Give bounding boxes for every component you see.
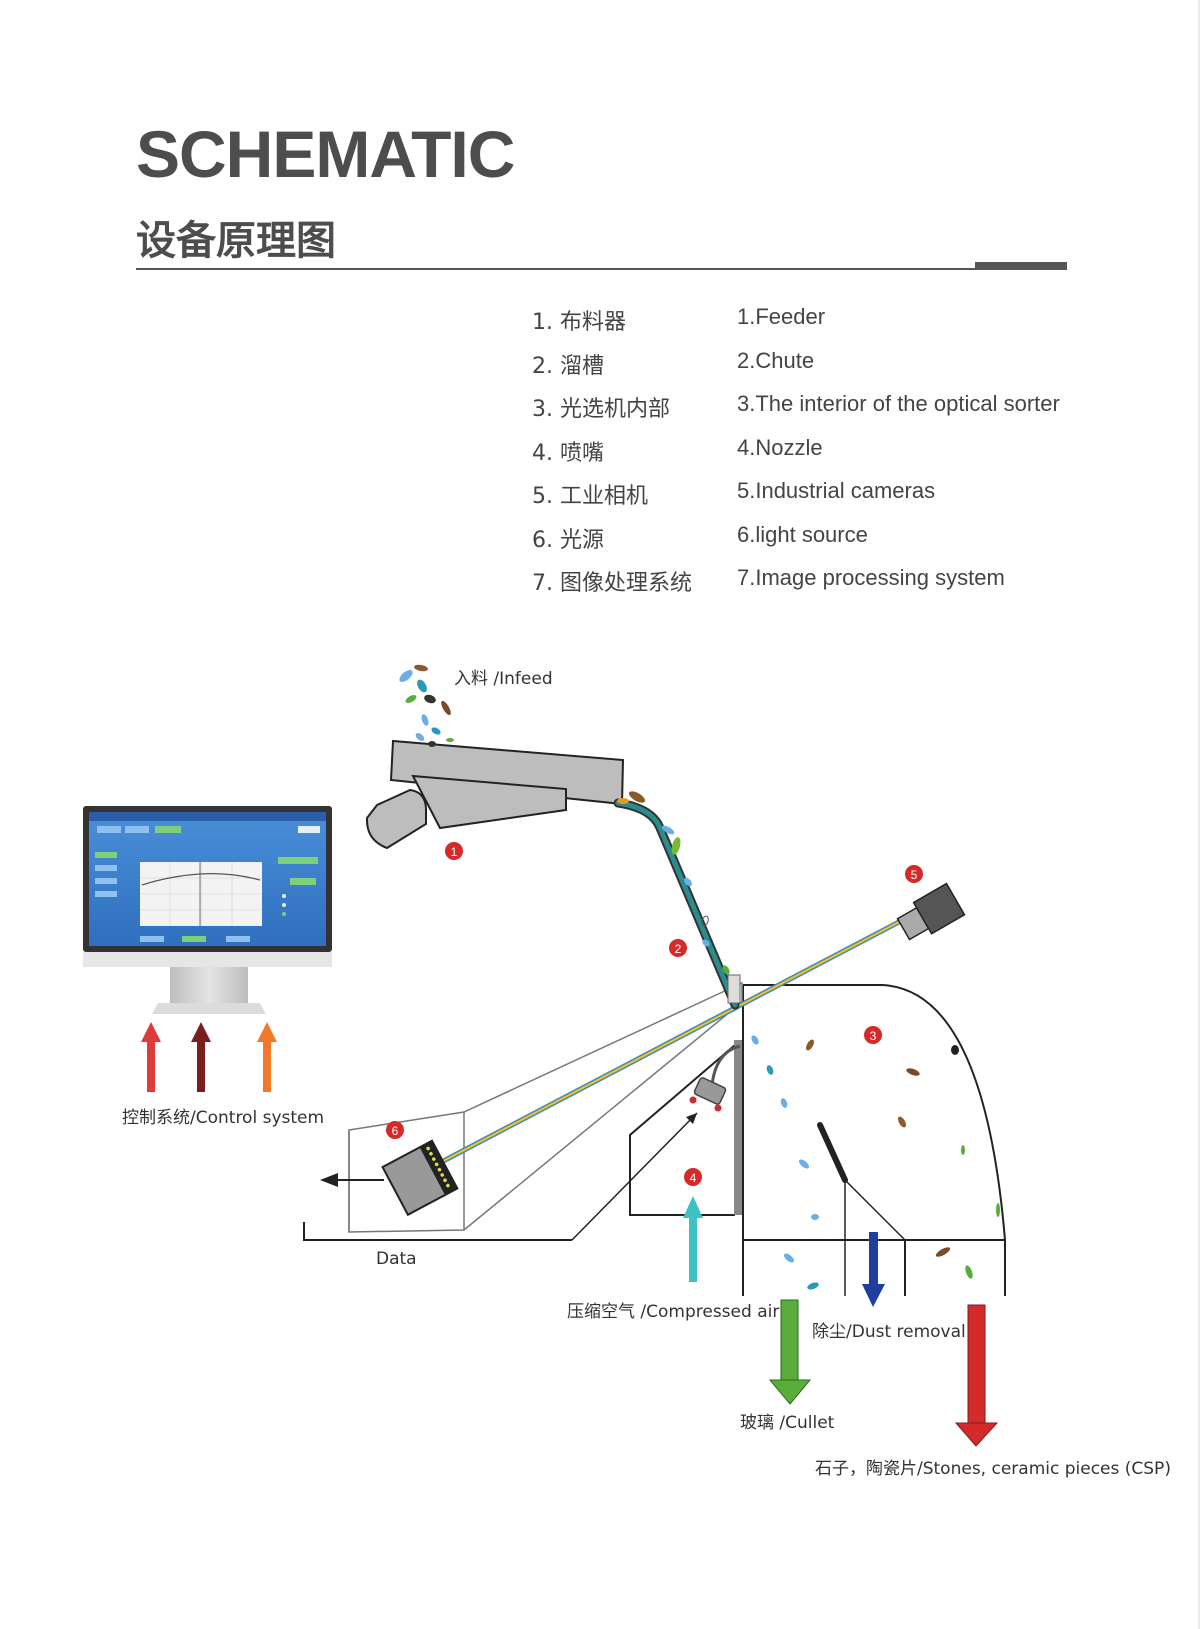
page-subtitle: 设备原理图 xyxy=(136,218,336,264)
control-signal-arrows xyxy=(141,1022,277,1092)
marker-1: 1 xyxy=(445,842,463,860)
marker-5: 5 xyxy=(905,865,923,883)
legend-item: 7. 图像处理系统 7.Image processing system xyxy=(532,565,1092,609)
screen-button xyxy=(95,891,117,897)
nozzle-manifold xyxy=(734,1040,742,1215)
legend-item: 6. 光源 6.light source xyxy=(532,522,1092,566)
data-bracket xyxy=(303,1222,572,1241)
material-particles xyxy=(399,664,1000,1290)
marker-4: 4 xyxy=(684,1168,702,1186)
screen-button xyxy=(140,936,164,942)
screen-button xyxy=(95,865,117,871)
legend-item-en: 7.Image processing system xyxy=(737,565,1005,590)
screen-radio xyxy=(282,894,286,898)
legend-item-en: 4.Nozzle xyxy=(737,434,823,460)
page-edge xyxy=(1198,0,1200,1629)
legend-item-en: 1.Feeder xyxy=(737,304,826,329)
dust-removal-arrow xyxy=(862,1232,885,1307)
legend-item: 5. 工业相机 5.Industrial cameras xyxy=(532,478,1092,522)
light-source xyxy=(381,1139,459,1217)
legend-item-zh: 6. 光源 xyxy=(532,527,604,553)
svg-text:6: 6 xyxy=(392,1124,399,1138)
monitor xyxy=(83,806,332,1014)
csp-label: 石子，陶瓷片/Stones, ceramic pieces (CSP) xyxy=(815,1459,1171,1479)
screen-button xyxy=(182,936,206,942)
legend-item-zh: 5. 工业相机 xyxy=(532,484,648,509)
screen-radio xyxy=(282,912,286,916)
splitter-flap xyxy=(817,1122,848,1183)
compressed-air-label: 压缩空气 /Compressed air xyxy=(567,1302,779,1322)
screen-button xyxy=(155,826,181,833)
data-out-arrowhead xyxy=(320,1173,338,1187)
monitor-chin xyxy=(83,952,332,967)
svg-text:4: 4 xyxy=(690,1171,697,1185)
up-arrow-maroon xyxy=(191,1022,211,1092)
legend-item: 4. 喷嘴 4.Nozzle xyxy=(532,435,1092,479)
legend-item-en: 6.light source xyxy=(737,521,868,547)
screen-radio xyxy=(282,903,286,907)
legend-item: 2. 溜槽 2.Chute xyxy=(532,348,1092,392)
up-arrow-red xyxy=(141,1022,161,1092)
svg-text:2: 2 xyxy=(675,942,682,956)
nozzle-compartment xyxy=(629,1044,736,1216)
legend-item-zh: 2. 溜槽 xyxy=(532,353,604,379)
page-title: SCHEMATIC xyxy=(136,117,515,191)
splitter-line xyxy=(844,1179,906,1241)
screen-button xyxy=(278,857,318,864)
legend-item-en: 5.Industrial cameras xyxy=(737,478,936,503)
legend-item-zh: 1. 布料器 xyxy=(532,310,626,335)
screen-button xyxy=(290,878,316,885)
up-arrow-orange xyxy=(257,1022,277,1092)
dust-removal-label: 除尘/Dust removal xyxy=(812,1322,966,1342)
screen-graph-grid xyxy=(140,862,262,926)
marker-6: 6 xyxy=(386,1121,404,1139)
component-legend: 1. 布料器 1.Feeder 2. 溜槽 2.Chute 3. 光选机内部 3… xyxy=(532,304,1092,609)
legend-item-en: 2.Chute xyxy=(737,347,815,373)
legend-item-zh: 4. 喷嘴 xyxy=(532,440,604,466)
feeder xyxy=(365,739,625,850)
cullet-output-arrow xyxy=(768,1299,812,1405)
infeed-label: 入料 /Infeed xyxy=(454,669,553,689)
screen-button xyxy=(95,878,117,884)
svg-text:5: 5 xyxy=(911,868,918,882)
data-label: Data xyxy=(376,1249,417,1269)
svg-text:1: 1 xyxy=(451,845,458,859)
nozzle xyxy=(689,1044,741,1112)
screen-button xyxy=(95,852,117,858)
title-rule-accent xyxy=(975,262,1067,270)
csp-output-arrow xyxy=(954,1304,999,1447)
screen-button xyxy=(226,936,250,942)
industrial-camera xyxy=(896,882,966,941)
legend-item: 1. 布料器 1.Feeder xyxy=(532,304,1092,348)
screen-field xyxy=(298,826,320,833)
compressed-air-arrow xyxy=(683,1196,703,1282)
chute xyxy=(613,798,740,1010)
monitor-titlebar xyxy=(89,812,326,821)
cullet-label: 玻璃 /Cullet xyxy=(740,1413,835,1433)
marker-3: 3 xyxy=(864,1026,882,1044)
monitor-stand-base xyxy=(152,1003,266,1014)
screen-button xyxy=(125,826,149,833)
legend-item-en: 3.The interior of the optical sorter xyxy=(737,391,1060,416)
control-system-label: 控制系统/Control system xyxy=(122,1108,324,1128)
screen-button xyxy=(97,826,121,833)
optical-beam xyxy=(428,909,920,1171)
data-link-arrowhead xyxy=(686,1113,697,1124)
title-rule xyxy=(136,268,1066,270)
legend-item: 3. 光选机内部 3.The interior of the optical s… xyxy=(532,391,1092,435)
data-link-line xyxy=(571,1112,698,1241)
svg-text:3: 3 xyxy=(870,1029,877,1043)
chute-outlet xyxy=(727,974,741,1004)
legend-item-zh: 7. 图像处理系统 xyxy=(532,571,692,596)
legend-item-zh: 3. 光选机内部 xyxy=(532,397,670,422)
housing-curved-roof xyxy=(743,984,1006,1296)
marker-2: 2 xyxy=(669,939,687,957)
monitor-stand-neck xyxy=(170,967,248,1003)
